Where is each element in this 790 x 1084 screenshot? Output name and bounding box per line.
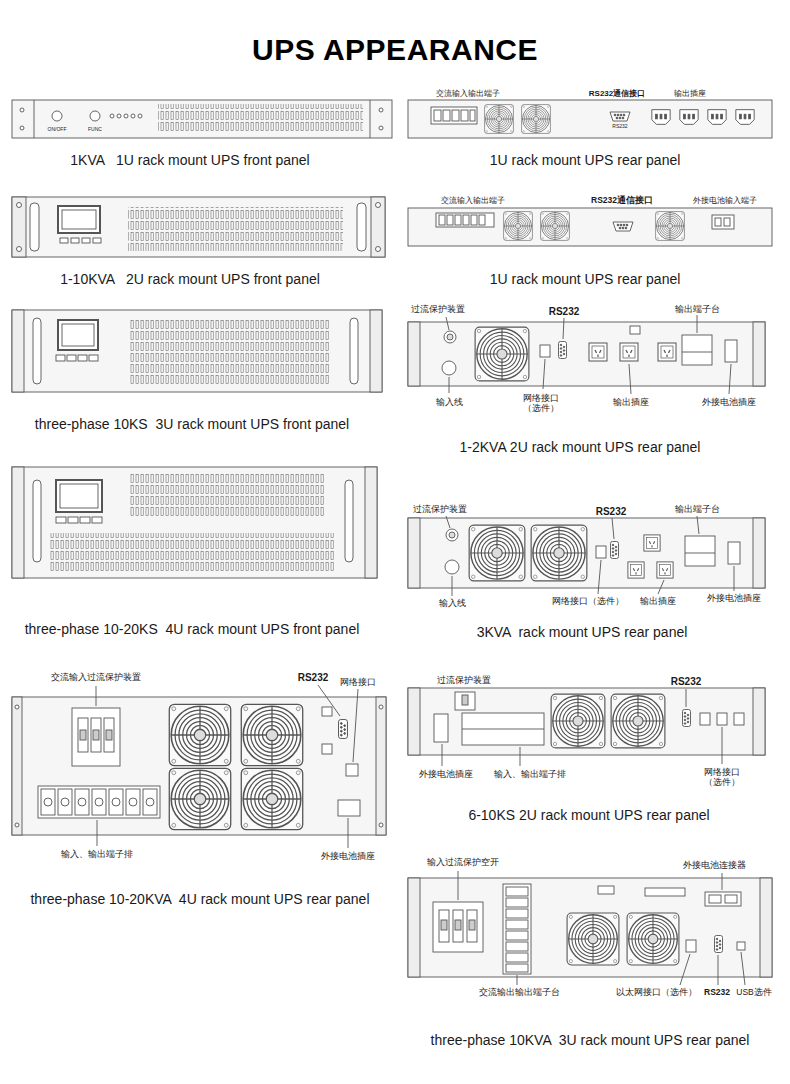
part-label: 交流输入输出端子 — [441, 196, 505, 205]
part-label: 输出端子台 — [675, 504, 720, 514]
panel-caption: 3KVA rack mount UPS rear panel — [477, 624, 688, 640]
part-label: 交流输入过流保护装置 — [51, 672, 141, 682]
part-label: 输出插座 — [613, 397, 649, 407]
part-label: 网络接口（选件） — [552, 596, 624, 606]
part-label: 交流输入输出端子 — [436, 89, 500, 98]
part-label: 输出插座 — [674, 89, 706, 98]
part-label: 网络接口（选件） — [701, 767, 743, 788]
part-label: 交流输出输出端子台 — [479, 988, 560, 998]
part-label: 外接电池输入端子 — [693, 196, 757, 205]
part-label: RS232 — [704, 988, 730, 998]
rear-panel-1u-battery — [408, 208, 772, 246]
part-label: 网络接口 — [340, 677, 376, 687]
panel-caption: 1-2KVA 2U rack mount UPS rear panel — [460, 439, 701, 455]
page-title: UPS APPEARANCE — [252, 33, 538, 67]
part-label: RS232 — [549, 306, 580, 318]
part-label: 输入、输出端子排 — [494, 769, 566, 779]
part-label: FUNC — [88, 127, 102, 133]
part-label: 输入线 — [439, 598, 466, 608]
part-label: USB选件 — [736, 988, 771, 998]
panel-caption: 1U rack mount UPS rear panel — [490, 152, 681, 168]
part-label: 外接电池插座 — [321, 851, 375, 861]
part-label: RS232 — [596, 506, 627, 518]
rear-panel-1u — [408, 100, 772, 138]
panel-caption: three-phase 10-20KS 4U rack mount UPS fr… — [25, 621, 360, 637]
part-label: ON/OFF — [48, 127, 67, 133]
panel-caption: 6-10KS 2U rack mount UPS rear panel — [468, 807, 709, 823]
part-label: 网络接口（选件） — [520, 393, 562, 414]
panel-caption: 1KVA 1U rack mount UPS front panel — [70, 152, 309, 168]
part-label: 输出插座 — [640, 596, 676, 606]
part-label: 外接电池插座 — [419, 769, 473, 779]
part-label: 外接电池插座 — [707, 593, 761, 603]
front-panel-3u — [12, 310, 382, 392]
part-label: RS232 — [671, 676, 702, 688]
part-label: 输入、输出端子排 — [61, 849, 133, 859]
part-label: 以太网接口（选件） — [616, 988, 697, 998]
panel-caption: three-phase 10KS 3U rack mount UPS front… — [35, 416, 349, 432]
part-label: RS232通信接口 — [589, 89, 645, 98]
panel-caption: 1-10KVA 2U rack mount UPS front panel — [60, 271, 320, 287]
panel-caption: three-phase 10-20KVA 4U rack mount UPS r… — [30, 891, 369, 907]
part-label: 过流保护装置 — [411, 304, 465, 314]
front-panel-4u — [12, 467, 377, 578]
part-label: 过流保护装置 — [413, 504, 467, 514]
part-label: 外接电池插座 — [702, 397, 756, 407]
part-label: 输入线 — [436, 397, 463, 407]
panel-caption: 1U rack mount UPS rear panel — [490, 271, 681, 287]
front-panel-2u — [12, 197, 385, 257]
front-panel-1u — [12, 100, 392, 138]
rear-panel-4u-three-phase — [12, 685, 386, 848]
part-label: RS232通信接口 — [591, 196, 653, 206]
part-label: 外接电池连接器 — [683, 861, 746, 871]
part-label: 过流保护装置 — [437, 675, 491, 685]
rear-panel-3u-three-phase — [408, 871, 772, 985]
panel-caption: three-phase 10KVA 3U rack mount UPS rear… — [431, 1032, 750, 1048]
part-label: 输入过流保护空开 — [427, 858, 499, 868]
part-label: RS232 — [298, 672, 329, 684]
part-label: 输出端子台 — [675, 304, 720, 314]
rear-panel-2u-1-2kva — [408, 315, 765, 394]
rear-panel-2u-6-10ks — [408, 688, 765, 766]
part-label: RS232 — [612, 124, 627, 130]
rear-panel-3kva — [408, 516, 765, 596]
